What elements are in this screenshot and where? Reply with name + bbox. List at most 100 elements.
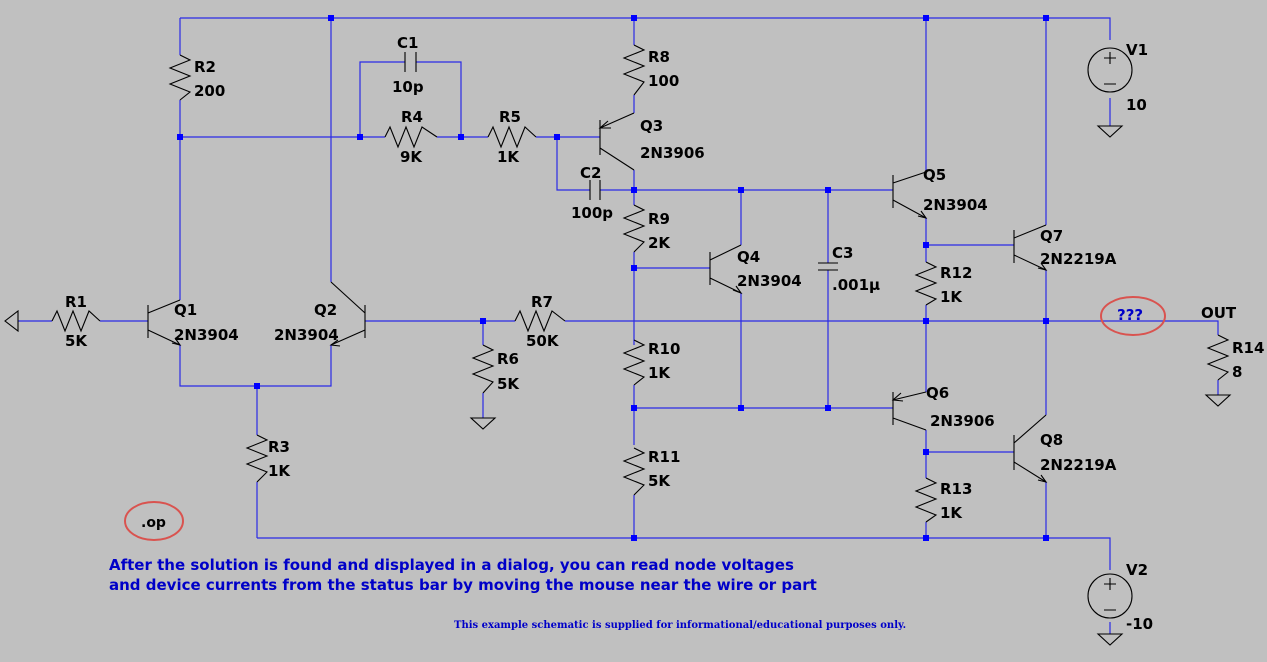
label-r5-name: R5: [499, 108, 521, 126]
instruction-line-2: and device currents from the status bar …: [109, 576, 817, 594]
label-c3-name: C3: [832, 244, 853, 262]
junction-dot: [1043, 318, 1049, 324]
label-r3-name: R3: [268, 438, 290, 456]
spice-directive-op[interactable]: .op: [141, 515, 166, 531]
junction-dot: [480, 318, 486, 324]
wire-c2[interactable]: [556, 137, 634, 191]
transistor-q6[interactable]: [891, 391, 927, 431]
capacitor-c1[interactable]: [404, 52, 417, 72]
ground-icon: [1096, 633, 1124, 646]
transistor-q5[interactable]: [892, 171, 928, 219]
label-r10-name: R10: [648, 340, 680, 358]
transistor-q1[interactable]: [147, 299, 182, 346]
label-r6-value: 5K: [497, 375, 520, 393]
highlight-ring-output-node: [1100, 296, 1166, 336]
transistor-q8[interactable]: [1013, 414, 1048, 483]
sources: [1087, 47, 1133, 619]
junction-dot: [357, 134, 363, 140]
wire-diff-tail[interactable]: [179, 345, 332, 387]
voltage-source-v2[interactable]: [1087, 573, 1133, 619]
label-c3-value: .001µ: [832, 276, 880, 294]
capacitor-c3[interactable]: [818, 262, 838, 271]
resistor-r13[interactable]: [914, 477, 938, 523]
label-r11-name: R11: [648, 448, 680, 466]
ground-icon: [1204, 394, 1232, 407]
label-c2-value: 100p: [571, 204, 613, 222]
net-label-out[interactable]: OUT: [1201, 304, 1237, 322]
wires: [18, 17, 1219, 634]
label-q4-name: Q4: [737, 248, 760, 266]
label-q5-value: 2N3904: [923, 196, 988, 214]
label-r9-name: R9: [648, 210, 670, 228]
label-c1-name: C1: [397, 34, 418, 52]
resistor-r10[interactable]: [622, 339, 646, 386]
label-q2-value: 2N3904: [274, 326, 339, 344]
resistor-r11[interactable]: [622, 447, 646, 496]
junction-dot: [738, 405, 744, 411]
label-r12-value: 1K: [940, 288, 963, 306]
resistor-r1[interactable]: [51, 309, 101, 333]
wire-output-net[interactable]: [365, 320, 1219, 335]
label-r6-name: R6: [497, 350, 519, 368]
resistor-r9[interactable]: [622, 204, 646, 253]
junction-dot: [254, 383, 260, 389]
resistor-r2[interactable]: [168, 54, 192, 101]
grounds: [469, 125, 1232, 646]
junction-dot: [1043, 15, 1049, 21]
resistor-r6[interactable]: [471, 344, 495, 394]
wire-c1[interactable]: [359, 61, 462, 137]
label-r14-value: 8: [1232, 363, 1242, 381]
label-r7-name: R7: [531, 293, 553, 311]
label-r14-name: R14: [1232, 339, 1264, 357]
wire-bottom-rail[interactable]: [257, 537, 1111, 570]
label-r10-value: 1K: [648, 364, 671, 382]
resistor-r8[interactable]: [622, 44, 646, 96]
junction-dot: [923, 242, 929, 248]
input-port-icon[interactable]: [4, 309, 19, 333]
label-v1-name: V1: [1126, 41, 1148, 59]
label-r9-value: 2K: [648, 234, 671, 252]
junction-dot: [738, 187, 744, 193]
resistor-r4[interactable]: [384, 125, 438, 149]
junction-dots: [177, 15, 1049, 541]
label-q1-value: 2N3904: [174, 326, 239, 344]
resistor-r5[interactable]: [487, 125, 537, 149]
transistor-q2[interactable]: [329, 281, 366, 347]
transistor-q3[interactable]: [598, 112, 635, 171]
label-r1-value: 5K: [65, 332, 88, 350]
label-v1-value: 10: [1126, 96, 1147, 114]
transistor-q7[interactable]: [1013, 224, 1048, 271]
label-r4-name: R4: [401, 108, 423, 126]
net-label-unknown[interactable]: ???: [1117, 306, 1143, 324]
label-r13-name: R13: [940, 480, 972, 498]
resistor-r12[interactable]: [914, 261, 938, 306]
capacitor-c2[interactable]: [589, 180, 601, 200]
voltage-source-v1[interactable]: [1087, 47, 1133, 93]
resistor-r14[interactable]: [1206, 334, 1230, 381]
junction-dot: [631, 405, 637, 411]
label-r13-value: 1K: [940, 504, 963, 522]
label-r1-name: R1: [65, 293, 87, 311]
junction-dot: [554, 134, 560, 140]
label-r2-name: R2: [194, 58, 216, 76]
ground-icon: [1096, 125, 1124, 138]
resistor-r3[interactable]: [245, 434, 269, 483]
label-r5-value: 1K: [497, 148, 520, 166]
label-r4-value: 9K: [400, 148, 423, 166]
junction-dot: [923, 449, 929, 455]
junction-dot: [458, 134, 464, 140]
junction-dot: [923, 318, 929, 324]
junction-dot: [923, 15, 929, 21]
resistor-r7[interactable]: [514, 309, 566, 333]
label-q6-value: 2N3906: [930, 412, 995, 430]
junction-dot: [825, 405, 831, 411]
transistor-q4[interactable]: [709, 244, 743, 295]
junction-dot: [631, 187, 637, 193]
wire-top-rail[interactable]: [180, 17, 1111, 40]
label-r11-value: 5K: [648, 472, 671, 490]
instruction-line-1: After the solution is found and displaye…: [109, 556, 794, 574]
label-q7-value: 2N2219A: [1040, 250, 1117, 268]
label-q8-name: Q8: [1040, 431, 1063, 449]
label-r2-value: 200: [194, 82, 225, 100]
